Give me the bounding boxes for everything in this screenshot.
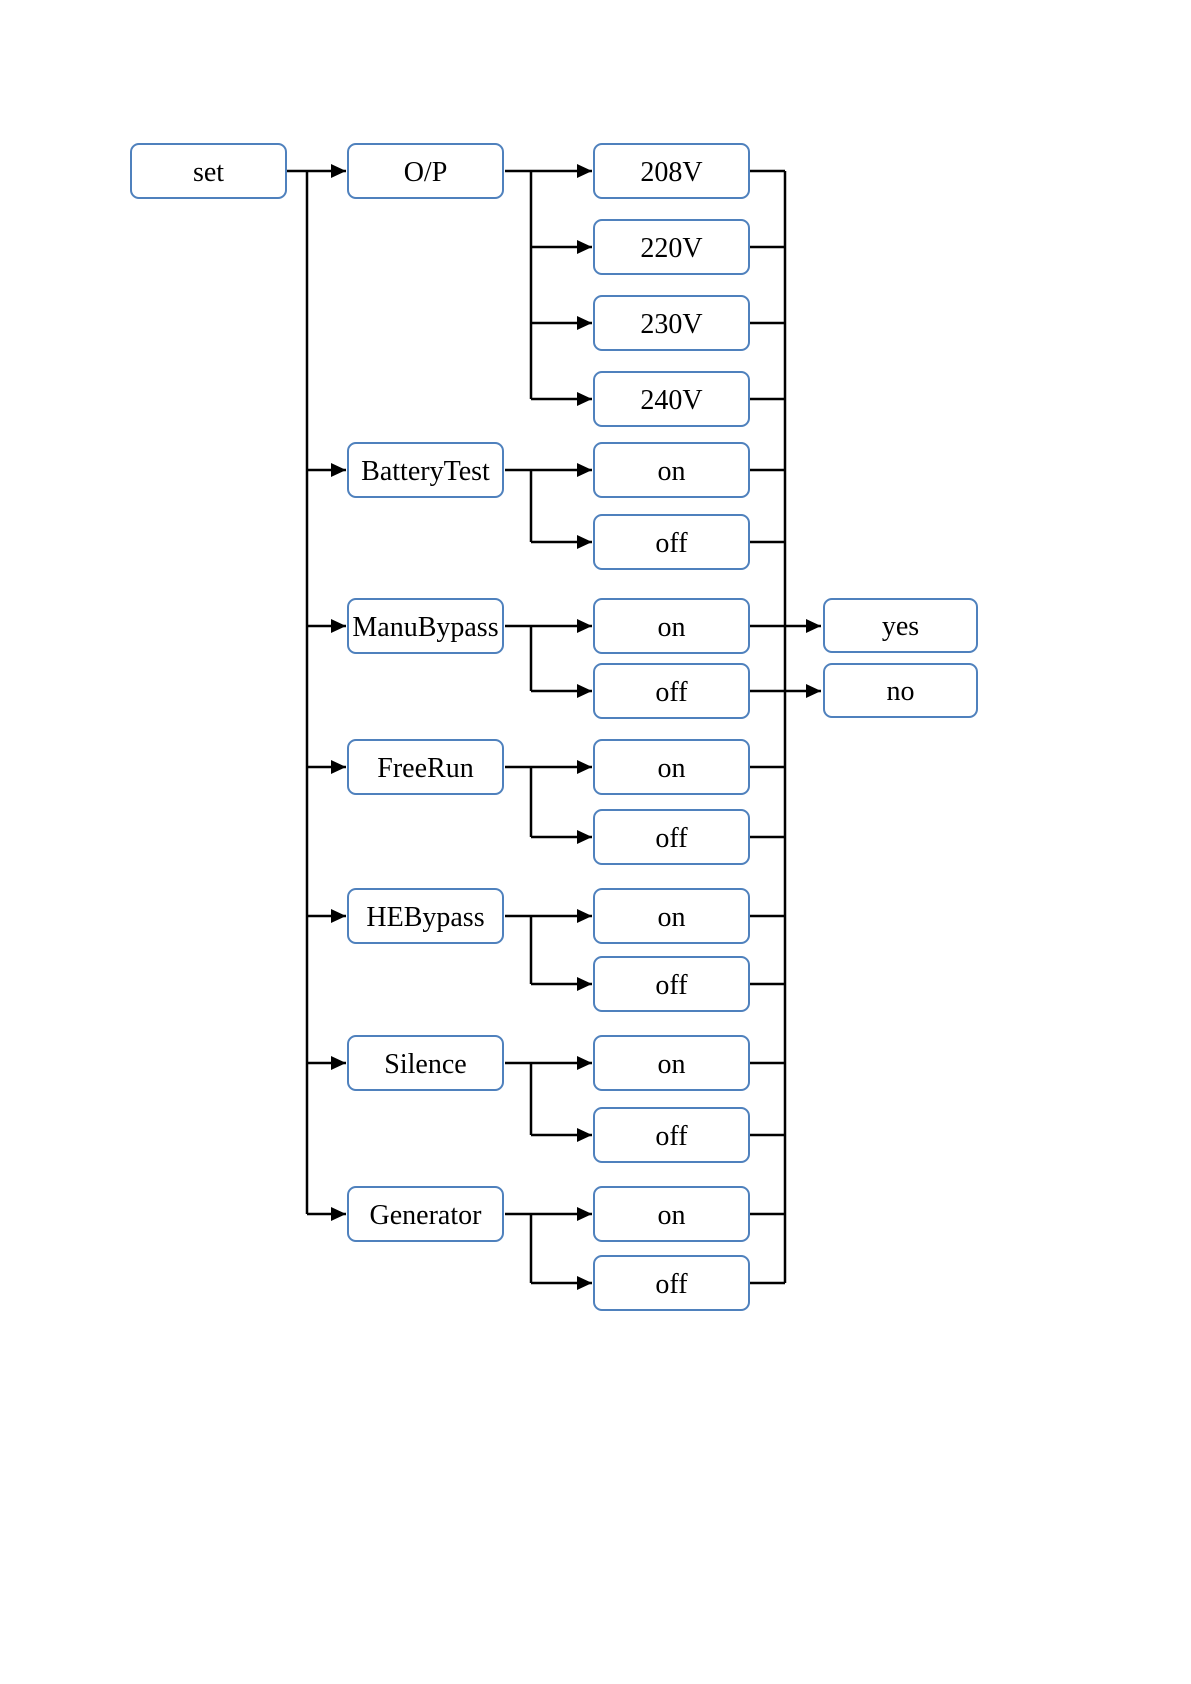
node-manubypass-off: off (593, 663, 750, 719)
node-hebypass-off: off (593, 956, 750, 1012)
node-batterytest-on: on (593, 442, 750, 498)
node-hebypass: HEBypass (347, 888, 504, 944)
node-220v: 220V (593, 219, 750, 275)
node-manubypass-yes: yes (823, 598, 978, 653)
node-silence-off: off (593, 1107, 750, 1163)
node-freerun: FreeRun (347, 739, 504, 795)
node-set: set (130, 143, 287, 199)
node-hebypass-on: on (593, 888, 750, 944)
node-generator-off: off (593, 1255, 750, 1311)
node-manubypass-on: on (593, 598, 750, 654)
node-op: O/P (347, 143, 504, 199)
node-208v: 208V (593, 143, 750, 199)
node-batterytest: BatteryTest (347, 442, 504, 498)
node-240v: 240V (593, 371, 750, 427)
node-silence: Silence (347, 1035, 504, 1091)
node-freerun-on: on (593, 739, 750, 795)
node-freerun-off: off (593, 809, 750, 865)
node-silence-on: on (593, 1035, 750, 1091)
node-manubypass-no: no (823, 663, 978, 718)
node-generator: Generator (347, 1186, 504, 1242)
node-manubypass: ManuBypass (347, 598, 504, 654)
node-230v: 230V (593, 295, 750, 351)
node-batterytest-off: off (593, 514, 750, 570)
node-generator-on: on (593, 1186, 750, 1242)
